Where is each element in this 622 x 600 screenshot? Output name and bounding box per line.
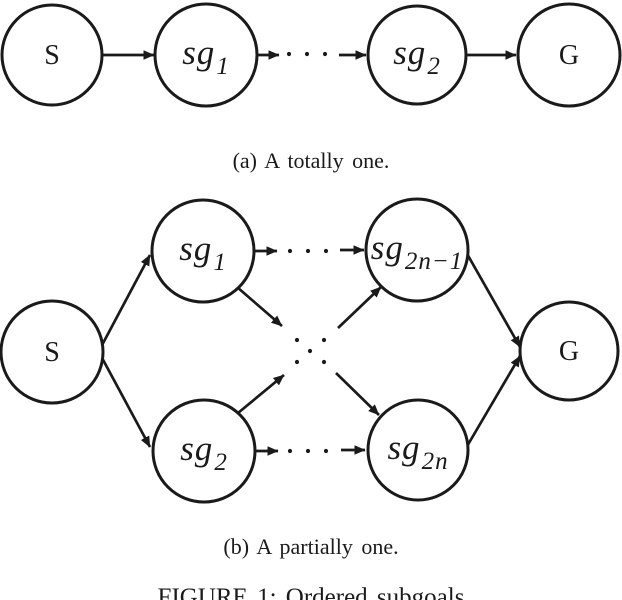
edge-S-to-sg1: [99, 254, 152, 348]
edge-sg2-to-ellipsis-center: [237, 373, 285, 415]
edge-ellipsis-center-to-sg2n: [335, 372, 380, 416]
node-sg2n1: [364, 197, 470, 303]
ellipsis-top-dot: [287, 248, 293, 254]
figure-caption: FIGURE 1: Ordered subgoals: [157, 584, 465, 600]
ellipsis-mid-dot: [322, 51, 328, 57]
ellipsis-center-dot: [321, 359, 327, 365]
ellipsis-bottom-dot: [323, 448, 329, 454]
node-S: [0, 3, 104, 107]
node-sg2n: [366, 398, 470, 502]
node-label-sg2n: sg2n: [387, 428, 448, 475]
ellipsis-mid-dot: [304, 51, 310, 57]
edge-sg1-to-ellipsis-center: [236, 285, 283, 328]
ellipsis-center-dot: [294, 337, 300, 343]
node-label-G: G: [559, 336, 579, 367]
node-G: [518, 300, 620, 402]
edge-S-to-sg2: [99, 355, 152, 448]
node-S: [0, 299, 105, 405]
node-label-sg2: sg2: [393, 33, 441, 80]
node-G: [516, 2, 622, 108]
edge-sg2n-to-G: [464, 355, 522, 449]
edge-sg2n1-to-G: [464, 251, 522, 348]
subcaption-a: (a) A totally one.: [232, 148, 390, 173]
ellipsis-center-dot: [307, 348, 313, 354]
node-label-sg1: sg1: [182, 33, 230, 80]
node-sg2: [366, 4, 468, 106]
node-label-S: S: [44, 337, 60, 368]
node-sg1: [153, 2, 259, 108]
subcaption-b: (b) A partially one.: [223, 534, 399, 559]
ellipsis-bottom-dot: [287, 448, 293, 454]
ellipsis-top-dot: [305, 248, 311, 254]
node-sg1: [150, 198, 256, 304]
ellipsis-bottom-dot: [305, 448, 311, 454]
ellipsis-center-dot: [321, 337, 327, 343]
node-sg2: [151, 398, 257, 504]
ellipsis-center-dot: [294, 359, 300, 365]
node-label-G: G: [559, 40, 579, 71]
node-label-S: S: [44, 40, 60, 71]
node-label-sg2n1: sg2n−1: [371, 228, 464, 275]
node-label-sg2: sg2: [180, 429, 228, 476]
ellipsis-top-dot: [323, 248, 329, 254]
edge-ellipsis-center-to-sg2n1: [337, 286, 382, 329]
node-label-sg1: sg1: [179, 229, 227, 276]
ellipsis-mid-dot: [286, 51, 292, 57]
